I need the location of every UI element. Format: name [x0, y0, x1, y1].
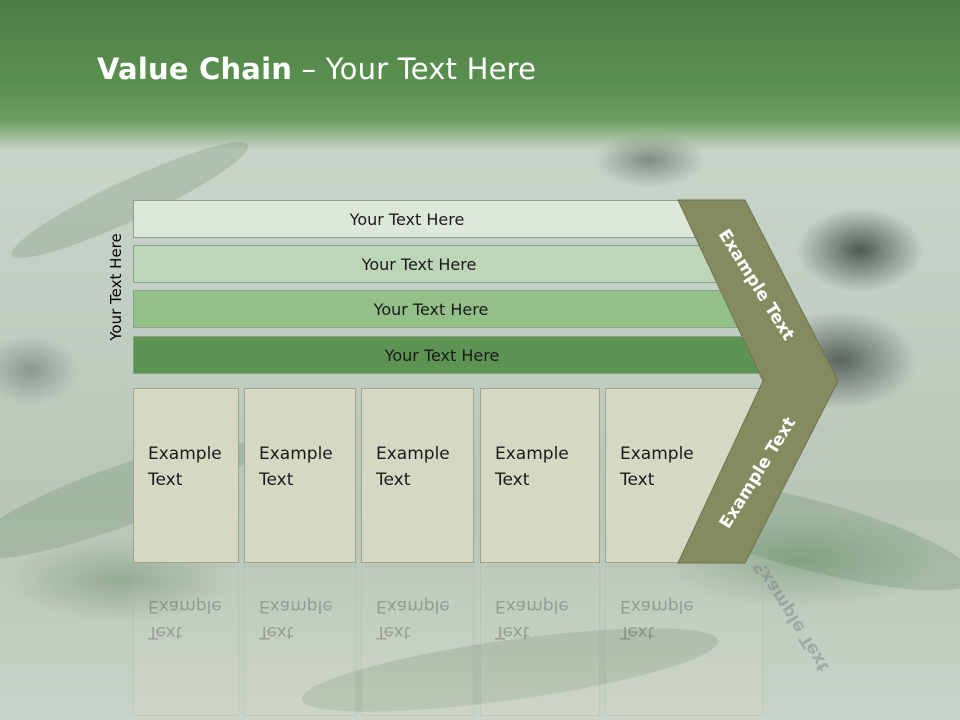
activity-line-2: Text [620, 470, 655, 490]
activity-line-1: Example [620, 444, 694, 464]
activity-line-1: Example [259, 444, 333, 464]
band-label: Your Text Here [361, 254, 477, 274]
primary-activity-1[interactable]: Example Text [133, 388, 239, 563]
band-label: Your Text Here [373, 299, 489, 319]
support-band-2[interactable]: Your Text Here [133, 245, 719, 283]
vertical-axis-label: Your Text Here [107, 233, 125, 341]
header-bar [0, 0, 960, 150]
activity-line-2: Text [259, 470, 294, 490]
activity-line-1: Example [495, 444, 569, 464]
activity-line-2: Text [148, 470, 183, 490]
slide-title: Value Chain – Your Text Here [97, 52, 536, 86]
support-band-1[interactable]: Your Text Here [133, 200, 695, 238]
activity-line-1: Example [376, 444, 450, 464]
activity-line-2: Text [495, 470, 530, 490]
support-band-4[interactable]: Your Text Here [133, 336, 765, 374]
title-bold: Value Chain [97, 52, 293, 86]
band-label: Your Text Here [349, 209, 465, 229]
title-rest: – Your Text Here [292, 52, 537, 86]
primary-activity-2[interactable]: Example Text [244, 388, 356, 563]
support-band-3[interactable]: Your Text Here [133, 290, 743, 328]
activity-line-1: Example [148, 444, 222, 464]
band-label: Your Text Here [384, 345, 500, 365]
activity-line-2: Text [376, 470, 411, 490]
primary-activity-4[interactable]: Example Text [480, 388, 600, 563]
primary-activity-3[interactable]: Example Text [361, 388, 474, 563]
